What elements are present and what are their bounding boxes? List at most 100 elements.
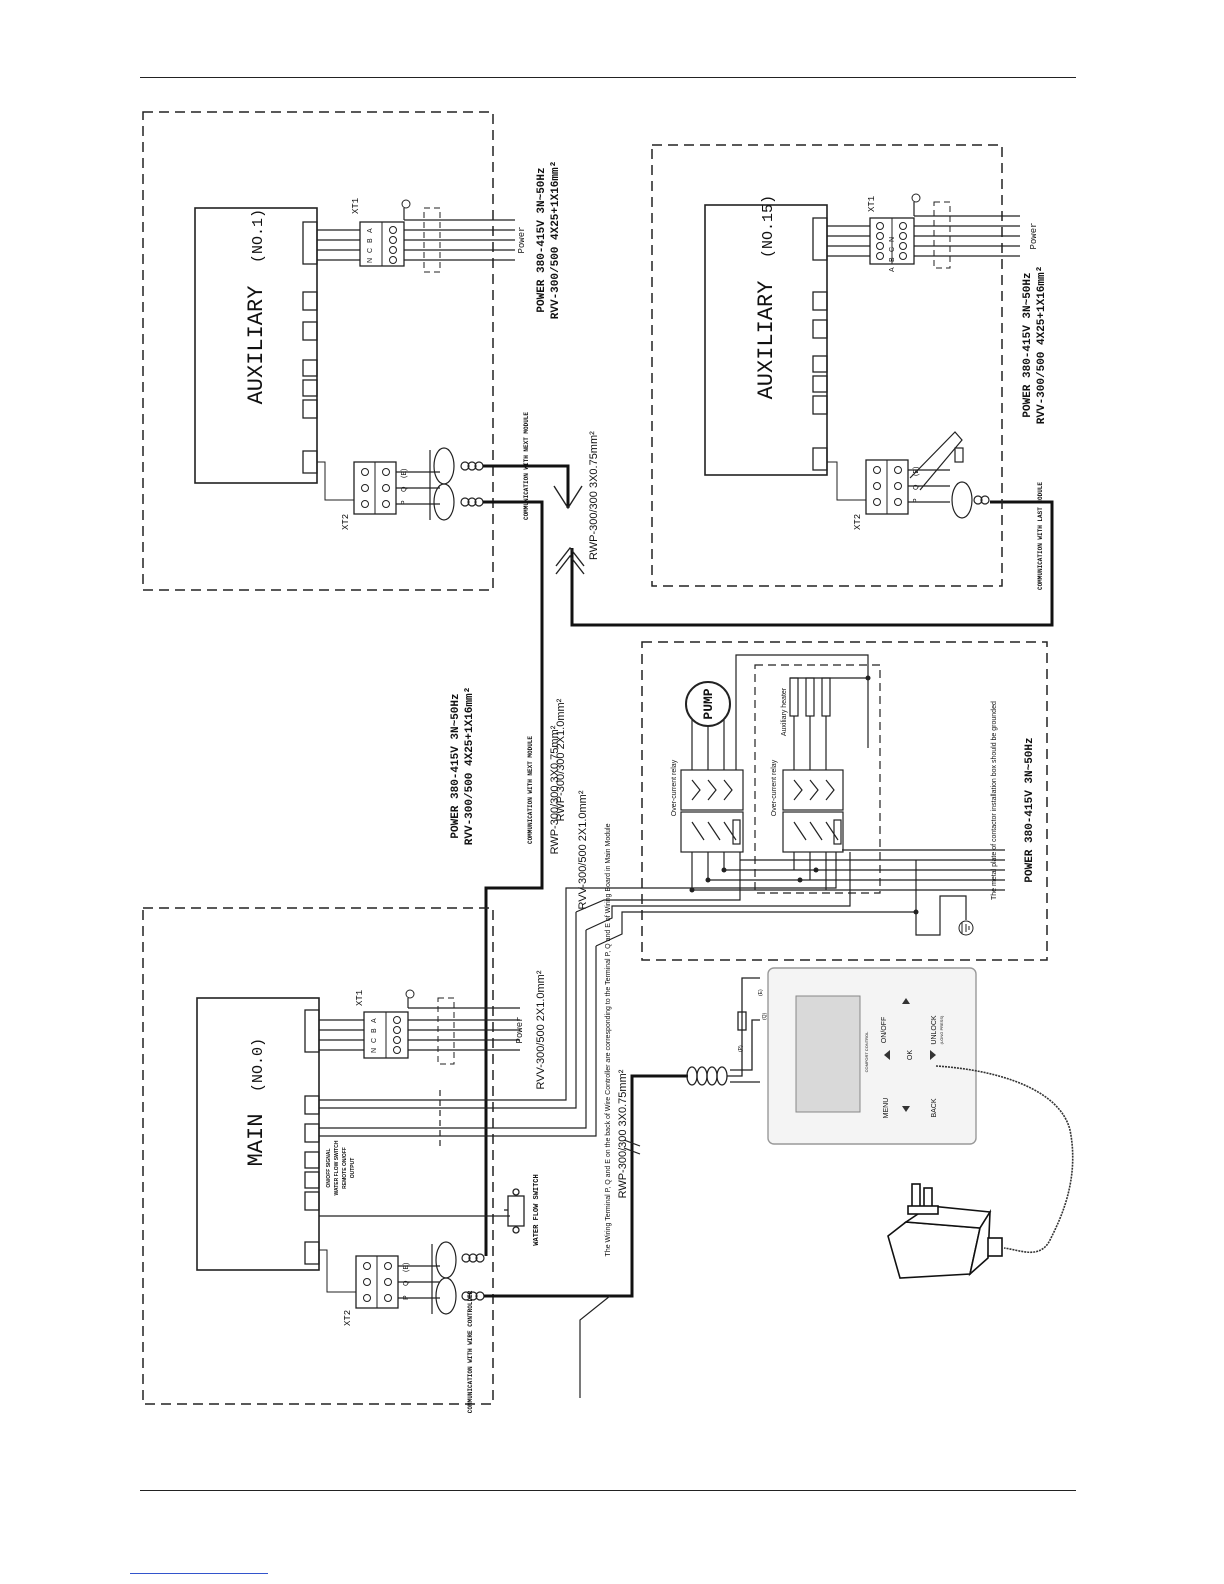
auxiliary-no15-phase-c: C bbox=[889, 247, 896, 252]
main-name: MAIN bbox=[244, 1114, 269, 1167]
auxiliary-no15-phase-n: N bbox=[889, 237, 896, 242]
auxiliary-no1-phase-a: A bbox=[367, 228, 374, 233]
ok-button[interactable]: OK bbox=[907, 1050, 914, 1060]
main-xt1: XT1 A B C N bbox=[355, 990, 409, 1059]
ground-icon bbox=[911, 193, 921, 203]
auxiliary-no1-power-spec: POWER 380-415V 3N~50Hz bbox=[536, 167, 548, 312]
right-arrow-icon[interactable] bbox=[902, 1106, 910, 1112]
adapter-cable bbox=[935, 1065, 1074, 1254]
auxiliary-no1-boundary bbox=[142, 111, 494, 591]
auxiliary-no1-name: AUXILIARY bbox=[244, 286, 269, 405]
heater-subpanel-boundary bbox=[754, 664, 881, 894]
main-phase-b: B bbox=[371, 1028, 378, 1033]
footer-link-underline bbox=[130, 1573, 268, 1574]
panel-ground-note: The metal plate of contactor installatio… bbox=[991, 701, 998, 900]
menu-button[interactable]: MENU bbox=[883, 1098, 890, 1119]
control-cable-2-spec: RVV-300/500 2X1.0mm² bbox=[577, 790, 589, 909]
auxiliary-no1-comm-p: P bbox=[401, 500, 408, 505]
main-xt2-label: XT2 bbox=[343, 1310, 353, 1326]
mid-comm-note: COMMUNICATION WITH NEXT MODULE bbox=[527, 736, 534, 844]
auxiliary-no15-xt1-label: XT1 bbox=[867, 196, 877, 212]
main-phase-n: N bbox=[371, 1048, 378, 1053]
main-boundary bbox=[142, 907, 494, 1405]
auxiliary-no15-phase-b: B bbox=[889, 257, 896, 262]
auxiliary-no15-phase-a: A bbox=[889, 267, 896, 272]
auxiliary-no15-power-spec: POWER 380-415V 3N~50Hz bbox=[1022, 272, 1034, 417]
auxiliary-no15-xt2-label: XT2 bbox=[853, 514, 863, 530]
auxiliary-heater-label: Auxiliary heater bbox=[781, 687, 788, 736]
auxiliary-no15-comm-p: P bbox=[913, 498, 920, 503]
auxiliary-no15-board bbox=[704, 204, 828, 476]
controller-terminal-p: (P) bbox=[738, 1045, 744, 1052]
auxiliary-no1-cable-spec: RVV-300/500 4X25+1X16mm² bbox=[550, 161, 562, 319]
main-xt1-label: XT1 bbox=[355, 990, 365, 1006]
ground-icon bbox=[405, 989, 415, 999]
controller-terminal-e: (E) bbox=[758, 989, 764, 996]
auxiliary-no1-phase-b: B bbox=[367, 238, 374, 243]
auxiliary-no1-phase-c: C bbox=[367, 248, 374, 253]
auxiliary-no1-xt2-label: XT2 bbox=[341, 514, 351, 530]
upper-comm-cable-spec: RWP-300/300 3X0.75mm² bbox=[588, 431, 600, 560]
auxiliary-no1-phase-n: N bbox=[367, 258, 374, 263]
on-off-button[interactable]: ON/OFF bbox=[881, 1017, 888, 1043]
controller-cable-spec: RWP-300/300 3X0.75mm² bbox=[617, 1069, 629, 1198]
wiring-terminal-note: The Wiring Terminal P, Q and E on the ba… bbox=[605, 823, 612, 1256]
auxiliary-no15-name: AUXILIARY bbox=[754, 281, 779, 400]
auxiliary-no1-xt1: XT1 A B C N bbox=[351, 198, 405, 267]
auxiliary-no15-module: AUXILIARY (NO.15) XT1 A B C N bbox=[651, 144, 1048, 590]
main-number: (NO.0) bbox=[250, 1038, 267, 1092]
water-flow-switch-icon bbox=[504, 1188, 525, 1234]
down-arrow-icon[interactable] bbox=[930, 1050, 936, 1060]
auxiliary-no15-comm-q: Q bbox=[913, 484, 920, 490]
auxiliary-no15-comm-note: COMMUNICATION WITH LAST MODULE bbox=[1037, 482, 1044, 590]
port-note-output: OUTPUT bbox=[350, 1158, 356, 1179]
back-button[interactable]: BACK bbox=[931, 1098, 938, 1117]
wire-controller-screen bbox=[795, 995, 861, 1113]
wire-controller: COMFORT CONTROL ON/OFF UNLOCK (LONG PRES… bbox=[738, 967, 977, 1145]
pump-label: PUMP bbox=[701, 688, 716, 719]
main-phase-a: A bbox=[371, 1018, 378, 1023]
controller-terminal-q: (Q) bbox=[762, 1012, 768, 1020]
main-power-label: Power bbox=[515, 1016, 525, 1043]
auxiliary-no15-boundary bbox=[651, 144, 1003, 587]
main-module: MAIN (NO.0) XT1 A B C N bbox=[142, 900, 597, 1413]
up-arrow-icon[interactable] bbox=[884, 1050, 890, 1060]
wire-controller-brand: COMFORT CONTROL bbox=[864, 1031, 869, 1073]
power-adapter-icon bbox=[887, 1183, 1003, 1279]
port-note-remote-on-off: REMOTE ON/OFF bbox=[342, 1147, 348, 1189]
auxiliary-no15-cable-spec: RVV-300/500 4X25+1X16mm² bbox=[1036, 266, 1048, 424]
unlock-button[interactable]: UNLOCK bbox=[931, 1015, 938, 1045]
control-cable-1-spec: RWP-300/300 2X1.0mm² bbox=[555, 698, 567, 821]
main-comm-q: Q bbox=[403, 1280, 410, 1286]
auxiliary-no1-number: (NO.1) bbox=[250, 209, 267, 263]
pump-panel-power-spec: POWER 380-415V 3N~50Hz bbox=[1024, 737, 1036, 882]
footer-rule bbox=[140, 1490, 1076, 1491]
panel-ground-icon bbox=[958, 920, 974, 936]
main-phase-c: C bbox=[371, 1038, 378, 1043]
water-flow-switch-label: WATER FLOW SWITCH bbox=[533, 1174, 541, 1245]
auxiliary-no1-module: AUXILIARY (NO.1) XT1 A B C N bbox=[142, 111, 562, 591]
auxiliary-no1-xt1-label: XT1 bbox=[351, 198, 361, 214]
unlock-long-press-label: (LONG PRESS) bbox=[939, 1015, 944, 1044]
main-comm-e: (E) bbox=[403, 1263, 410, 1272]
heater-relay-label: Over-current relay bbox=[771, 759, 778, 816]
mid-cable-spec: RVV-300/500 4X25+1X16mm² bbox=[464, 687, 476, 845]
auxiliary-no15-xt2: XT2 P Q (E) bbox=[853, 459, 920, 530]
auxiliary-no1-power-label: Power bbox=[517, 226, 527, 253]
port-note-water-flow-switch: WATER FLOW SWITCH bbox=[334, 1140, 340, 1195]
pump-heater-panel: PUMP bbox=[565, 641, 1048, 961]
main-cable-spec: RVV-300/500 2X1.0mm² bbox=[535, 970, 547, 1089]
auxiliary-no1-xt2: XT2 P Q (E) bbox=[341, 461, 408, 530]
auxiliary-no1-comm-e: (E) bbox=[401, 469, 408, 478]
pump-panel-boundary bbox=[641, 641, 1048, 961]
mid-power-spec: POWER 380-415V 3N~50Hz bbox=[450, 693, 462, 838]
auxiliary-no15-power-label: Power bbox=[1029, 222, 1039, 249]
auxiliary-no15-number: (NO.15) bbox=[760, 195, 777, 258]
ground-icon bbox=[401, 199, 411, 209]
left-arrow-icon[interactable] bbox=[902, 998, 910, 1004]
auxiliary-no1-comm-q: Q bbox=[401, 486, 408, 492]
port-note-on-off-signal: ON/OFF SIGNAL bbox=[326, 1148, 332, 1187]
pump-relay-label: Over-current relay bbox=[671, 759, 678, 816]
